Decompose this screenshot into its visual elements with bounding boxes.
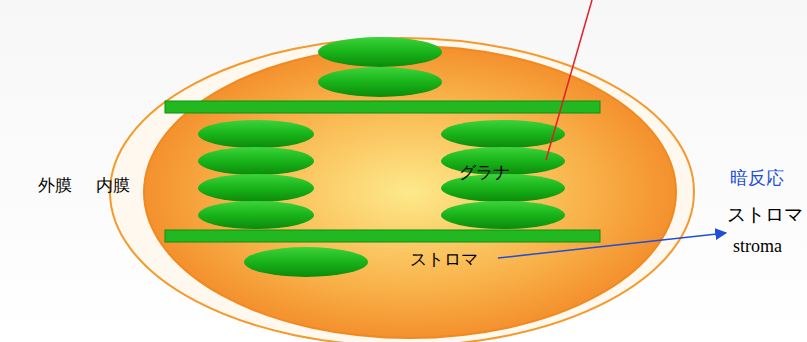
stroma-label: ストロマ [727, 204, 803, 226]
membrane-label: 外膜 [38, 176, 72, 196]
stroma-label: ストロマ [410, 250, 478, 270]
reaction-label: 暗反応 [730, 168, 784, 189]
lamellae [165, 101, 600, 242]
outer-membrane [110, 38, 694, 342]
grana-label: グラナ [459, 163, 510, 183]
stroma-english-label: stroma [733, 236, 782, 257]
leader-line [546, 0, 592, 160]
inner-membrane [144, 46, 676, 338]
leader-arrow [498, 233, 726, 258]
membrane-label: 内膜 [96, 176, 130, 196]
